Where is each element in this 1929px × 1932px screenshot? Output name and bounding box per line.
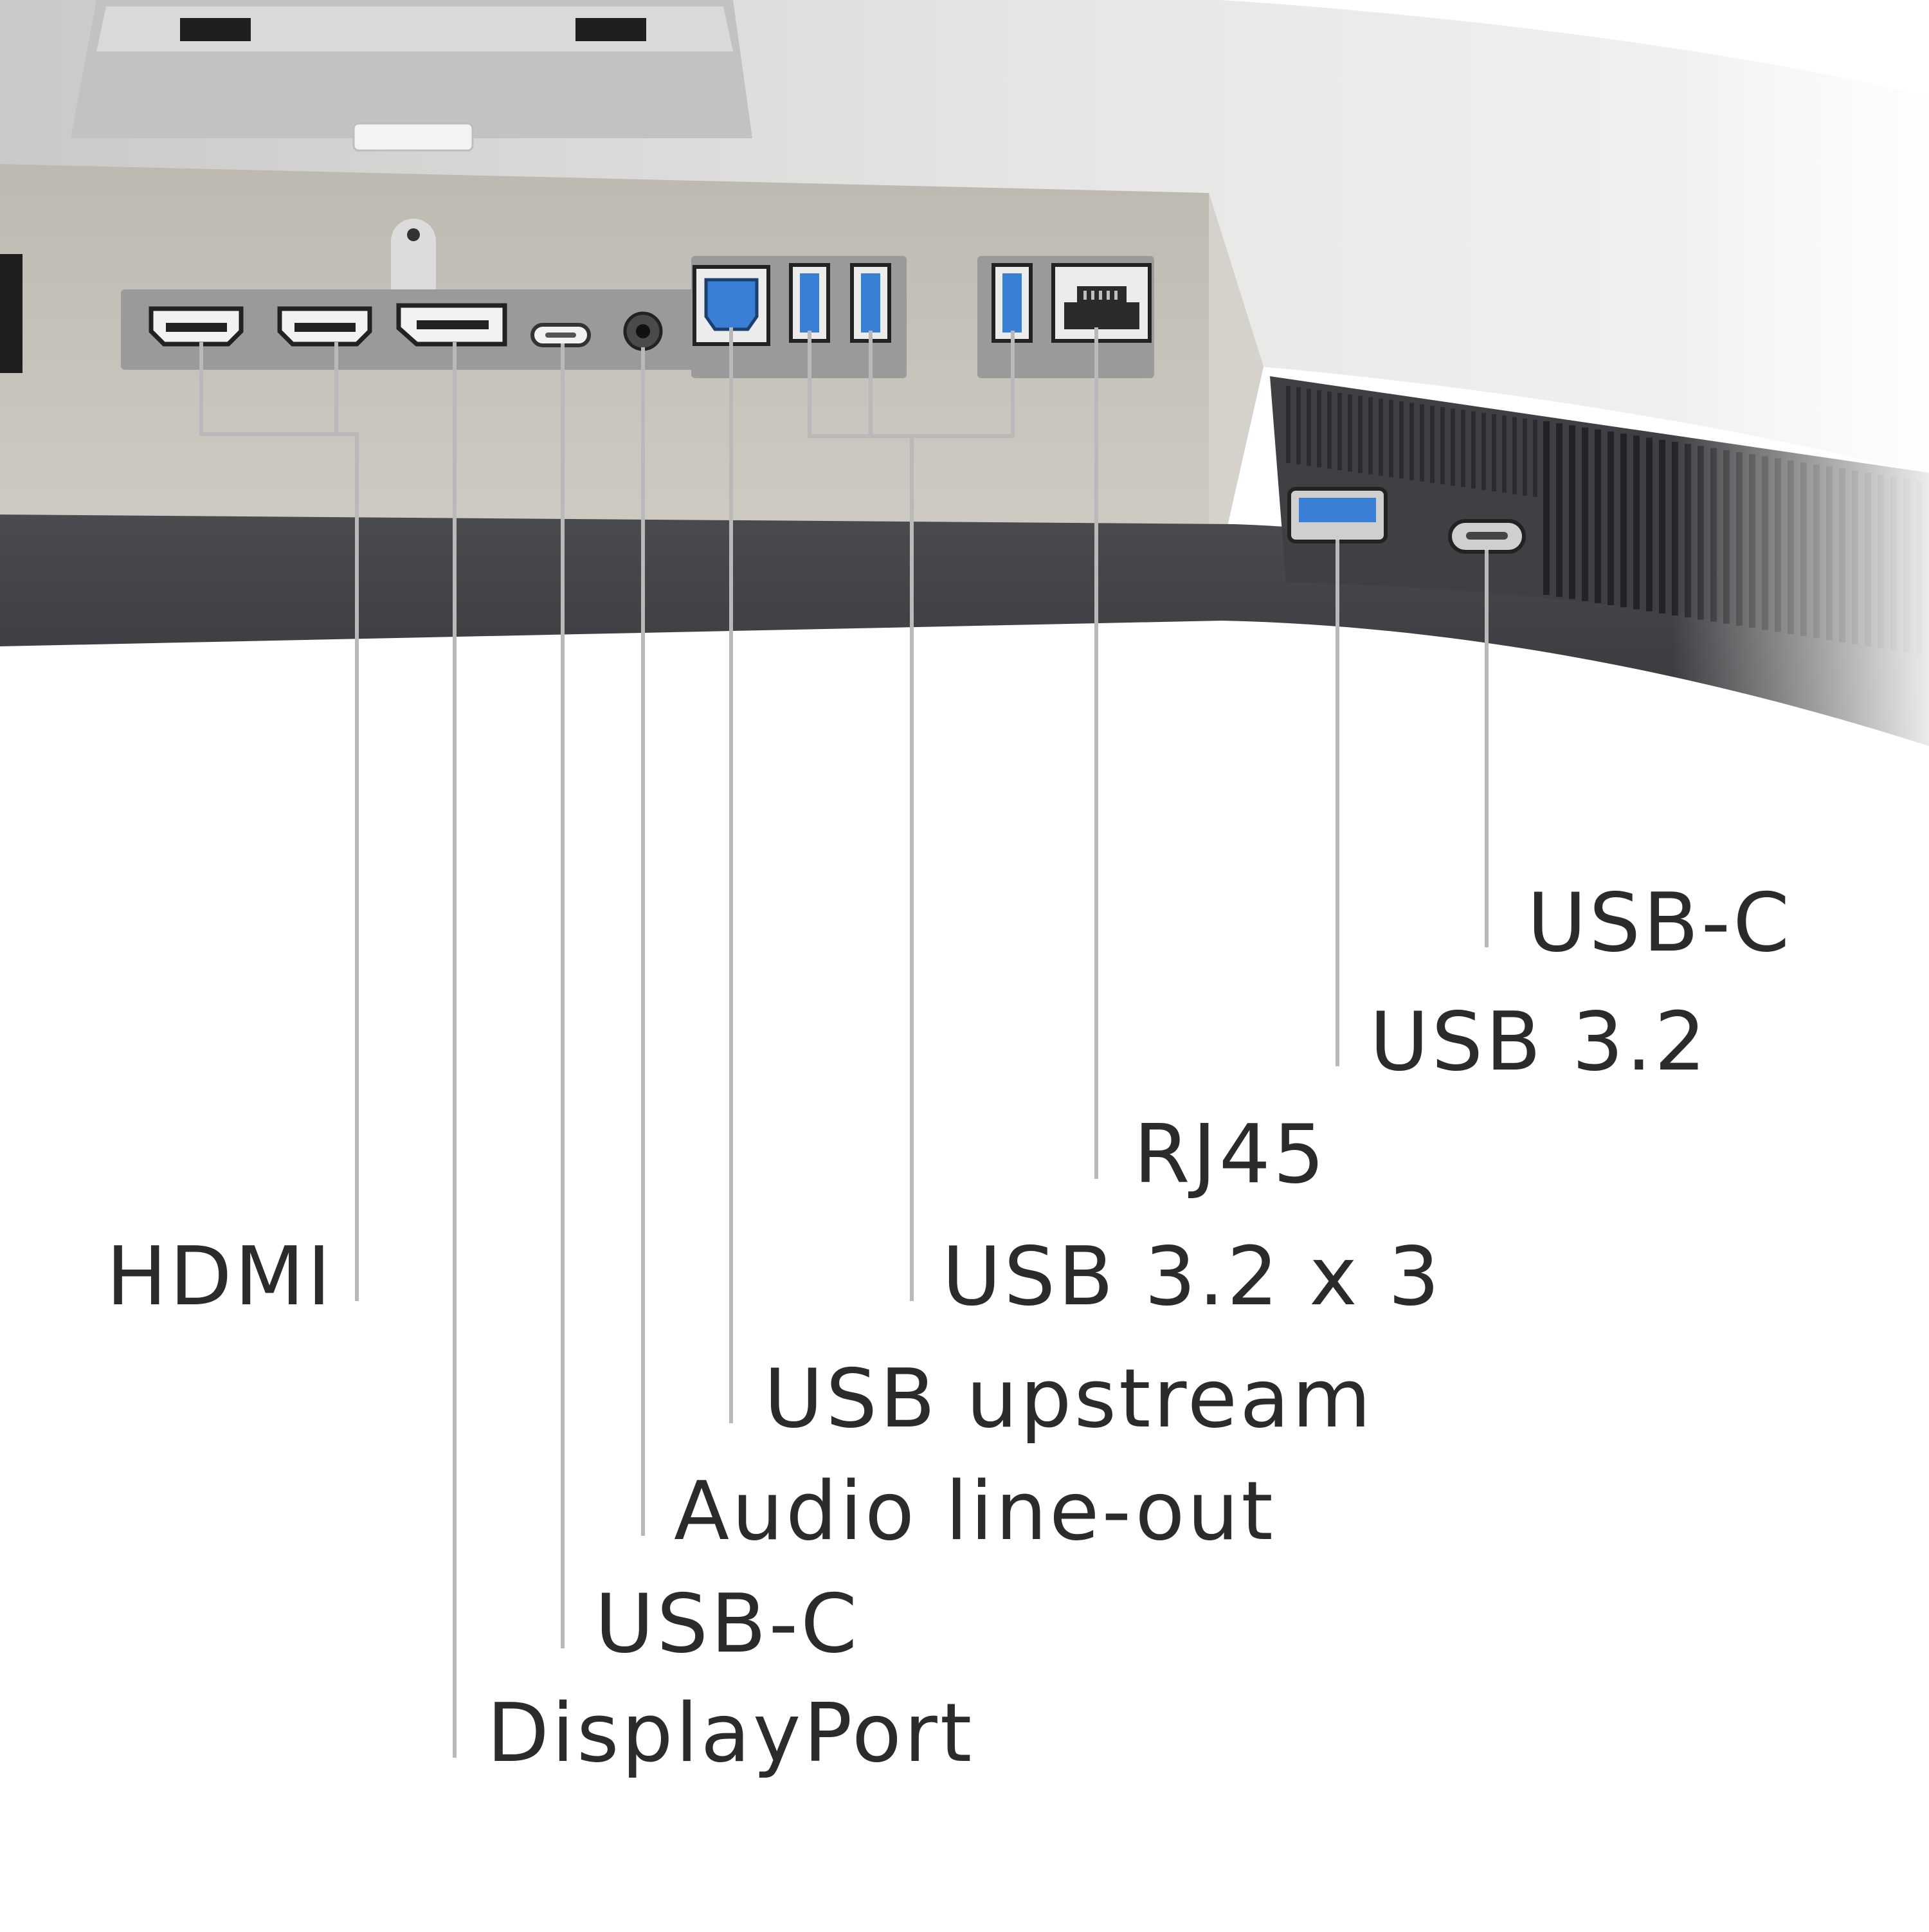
vent-slat	[1543, 421, 1550, 595]
hdmi-port-icon	[149, 306, 244, 347]
vent-slat	[1286, 386, 1291, 463]
label-audio-line-out: Audio line-out	[674, 1464, 1276, 1558]
vent-slat	[1399, 401, 1404, 479]
vent-slat	[1440, 407, 1445, 484]
vent-slat	[1502, 415, 1507, 493]
vent-slat	[1492, 414, 1496, 491]
vent-slat	[1327, 391, 1332, 469]
label-usb-c-side: USB-C	[1527, 875, 1793, 970]
displayport-port-icon	[396, 303, 507, 347]
vent-slat	[1409, 403, 1414, 480]
label-displayport: DisplayPort	[487, 1686, 975, 1780]
vent-slat	[1337, 393, 1342, 470]
vent-slat	[1430, 405, 1435, 483]
vent-slat	[1317, 390, 1321, 468]
rj45-port-icon	[1051, 263, 1152, 343]
vent-slat	[1461, 410, 1465, 488]
label-usb-3-2-x3: USB 3.2 x 3	[942, 1229, 1442, 1324]
usb-c-port-icon	[530, 323, 591, 347]
usb-a-port-icon	[992, 263, 1033, 343]
stand-release-tab	[352, 122, 474, 152]
label-rj45: RJ45	[1134, 1107, 1328, 1201]
vent-slat	[1368, 397, 1373, 475]
label-usb-upstream: USB upstream	[764, 1351, 1374, 1446]
vent-slat	[1620, 433, 1627, 608]
vent-slat	[1451, 408, 1455, 486]
usb-c-port-icon	[1448, 519, 1526, 554]
vent-slat	[1659, 439, 1665, 614]
vent-slat	[1633, 435, 1640, 610]
audio-jack-icon	[623, 311, 663, 351]
power-connector	[0, 254, 23, 373]
vent-slat	[1595, 429, 1601, 603]
vent-slat	[1471, 411, 1476, 489]
vent-slat	[1582, 427, 1588, 601]
vent-slat	[1389, 400, 1393, 477]
vent-slat	[1379, 398, 1383, 476]
vent-slat	[1420, 404, 1424, 482]
label-usb-3-2-side: USB 3.2	[1370, 994, 1709, 1089]
vent-slat	[1358, 396, 1363, 473]
usb-a-port-icon	[789, 263, 830, 343]
label-hdmi: HDMI	[106, 1229, 334, 1324]
vent-slat	[1348, 394, 1352, 472]
callout-lines	[199, 327, 1489, 1758]
mount-slot-right	[575, 18, 646, 41]
hdmi-port-icon	[277, 306, 372, 347]
vent-slat	[1296, 387, 1301, 465]
label-usb-c-rear: USB-C	[595, 1576, 860, 1671]
usb-a-port-icon	[1287, 487, 1388, 543]
mount-slot-left	[180, 18, 251, 41]
usb-a-port-icon	[850, 263, 891, 343]
vent-slat	[1481, 412, 1486, 490]
security-hook	[391, 219, 436, 302]
vent-slat	[1569, 425, 1575, 599]
vent-slat	[1307, 388, 1311, 466]
vent-slat	[1608, 432, 1614, 605]
vent-slat	[1556, 423, 1562, 597]
vent-slat	[1523, 418, 1527, 496]
vent-slat	[1646, 437, 1653, 612]
vent-slat	[1533, 419, 1537, 497]
vent-slat	[1512, 417, 1517, 495]
